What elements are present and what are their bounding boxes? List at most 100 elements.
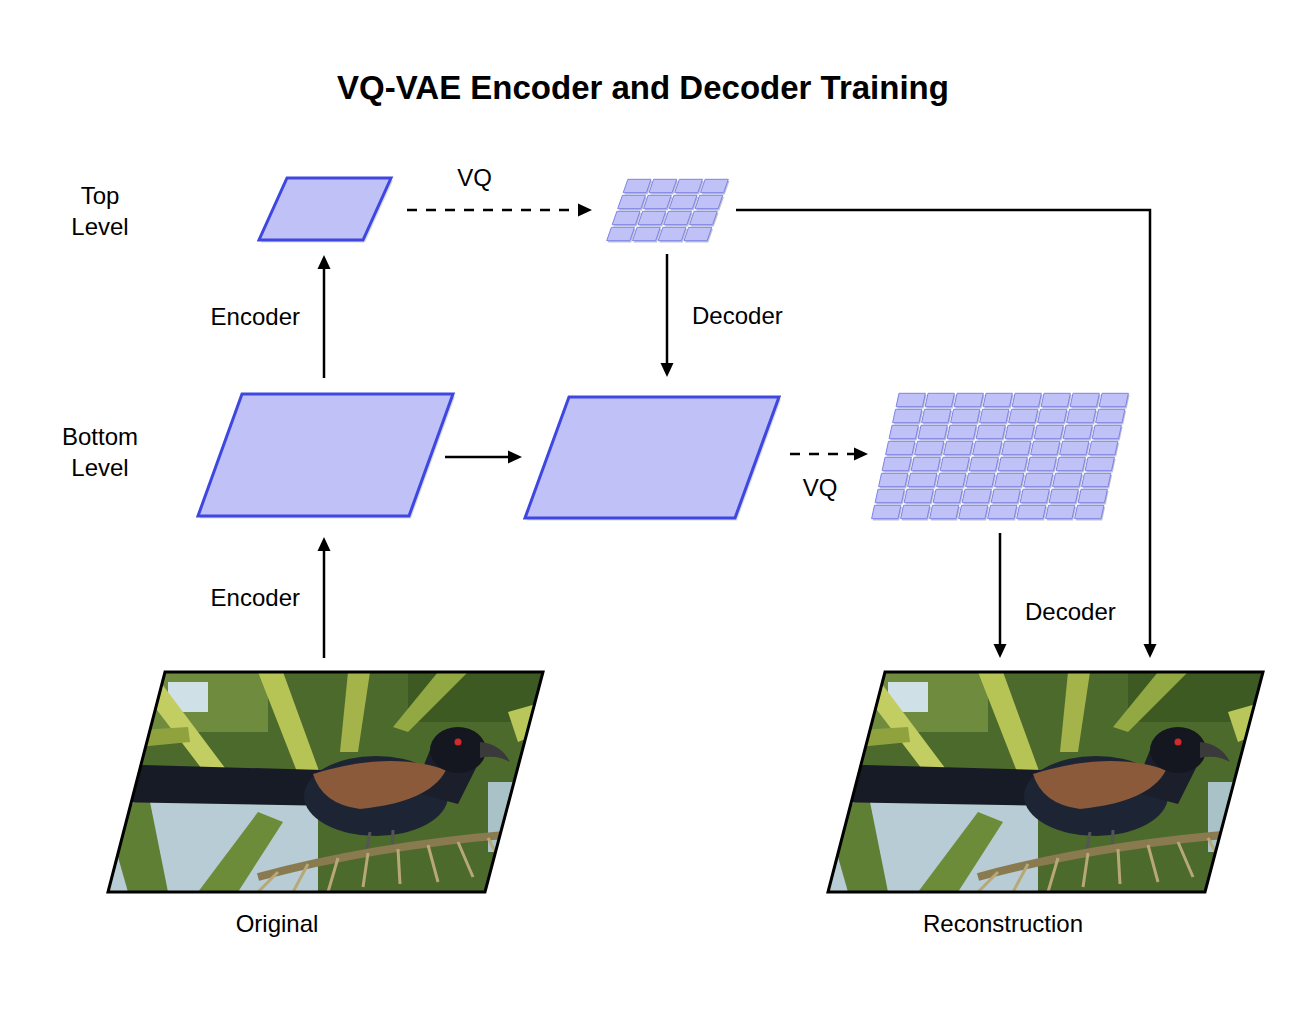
code-tile: [664, 211, 692, 224]
code-tile: [1092, 425, 1121, 438]
code-tile: [983, 393, 1012, 406]
codebook-grid: [605, 178, 734, 246]
code-tile: [623, 179, 651, 192]
code-tile: [607, 227, 635, 240]
edge-label: Encoder: [209, 584, 302, 612]
output-image: Reconstruction: [828, 672, 1263, 944]
code-tile: [966, 473, 995, 486]
connector: [318, 537, 331, 658]
code-tile: [649, 179, 677, 192]
code-tile: [918, 425, 947, 438]
arrow-head: [854, 448, 868, 461]
code-tile: [933, 489, 962, 502]
image-caption: Reconstruction: [923, 910, 1083, 938]
code-tile: [1053, 473, 1082, 486]
code-tile: [1046, 505, 1075, 518]
code-tile: [911, 457, 940, 470]
code-tile: [695, 195, 723, 208]
diagram-title: VQ-VAE Encoder and Decoder Training: [337, 69, 949, 107]
code-tile: [959, 505, 988, 518]
code-tile: [951, 409, 980, 422]
solid-line: [323, 268, 326, 378]
solid-line: [323, 550, 326, 658]
bottom-conditioned: [523, 395, 781, 520]
arrow-head: [994, 644, 1007, 658]
code-tile: [875, 489, 904, 502]
parallelogram-fill: [525, 397, 779, 518]
code-tile: [1063, 425, 1092, 438]
connector: [736, 210, 1157, 658]
parallelogram-shape: [523, 395, 785, 524]
arrow-head: [318, 537, 331, 551]
code-tile: [701, 179, 729, 192]
code-tile: [962, 489, 991, 502]
code-tile: [669, 195, 697, 208]
code-tile: [980, 409, 1009, 422]
code-tile: [976, 425, 1005, 438]
code-tile: [1027, 457, 1056, 470]
code-tile: [922, 409, 951, 422]
code-tile: [1005, 425, 1034, 438]
code-tile: [1038, 409, 1067, 422]
edge-label: Decoder: [1023, 598, 1118, 626]
code-tile: [954, 393, 983, 406]
code-tile: [947, 425, 976, 438]
code-tile: [872, 505, 901, 518]
code-tile: [925, 393, 954, 406]
code-tile: [1075, 505, 1104, 518]
level-label: Bottom Level: [45, 421, 155, 483]
bottom-encoding: [196, 392, 455, 518]
edge-label: Decoder: [690, 302, 785, 330]
edge-label: Encoder: [209, 303, 302, 331]
code-tile: [940, 457, 969, 470]
code-tile: [1017, 505, 1046, 518]
solid-line: [666, 254, 669, 364]
arrow-head: [1144, 644, 1157, 658]
dashed-line: [407, 209, 579, 212]
code-tile: [896, 393, 925, 406]
parallelogram-shape: [196, 392, 459, 522]
code-tile: [988, 505, 1017, 518]
code-tile: [889, 425, 918, 438]
input-image: Original: [108, 672, 543, 944]
code-tile: [944, 441, 973, 454]
code-tile: [915, 441, 944, 454]
arrow-head: [578, 204, 592, 217]
code-tile: [998, 457, 1027, 470]
connector: [790, 448, 868, 461]
level-label: Top Level: [55, 180, 145, 242]
image-caption: Original: [236, 910, 319, 938]
code-tile: [886, 441, 915, 454]
code-tile: [1096, 409, 1125, 422]
arrow-head: [318, 255, 331, 269]
code-tile: [1060, 441, 1089, 454]
code-tile: [633, 227, 661, 240]
code-tile: [675, 179, 703, 192]
connector: [407, 204, 592, 217]
top-codes: [605, 178, 730, 242]
code-tile: [644, 195, 672, 208]
parallelogram-fill: [198, 394, 453, 516]
code-tile: [1020, 489, 1049, 502]
code-tile: [969, 457, 998, 470]
code-tile: [618, 195, 646, 208]
connector: [318, 255, 331, 378]
code-tile: [638, 211, 666, 224]
code-tile: [1082, 473, 1111, 486]
code-tile: [1002, 441, 1031, 454]
code-tile: [904, 489, 933, 502]
code-tile: [991, 489, 1020, 502]
code-tile: [690, 211, 718, 224]
parallelogram-shape: [257, 176, 397, 246]
code-tile: [893, 409, 922, 422]
codebook-grid: [870, 392, 1134, 524]
code-tile: [1024, 473, 1053, 486]
connector: [994, 533, 1007, 658]
connector: [445, 451, 522, 464]
code-tile: [1012, 393, 1041, 406]
original-photo: [108, 672, 543, 892]
code-tile: [1089, 441, 1118, 454]
reconstruction-photo: [828, 672, 1263, 892]
code-tile: [1049, 489, 1078, 502]
dashed-line: [790, 453, 855, 456]
